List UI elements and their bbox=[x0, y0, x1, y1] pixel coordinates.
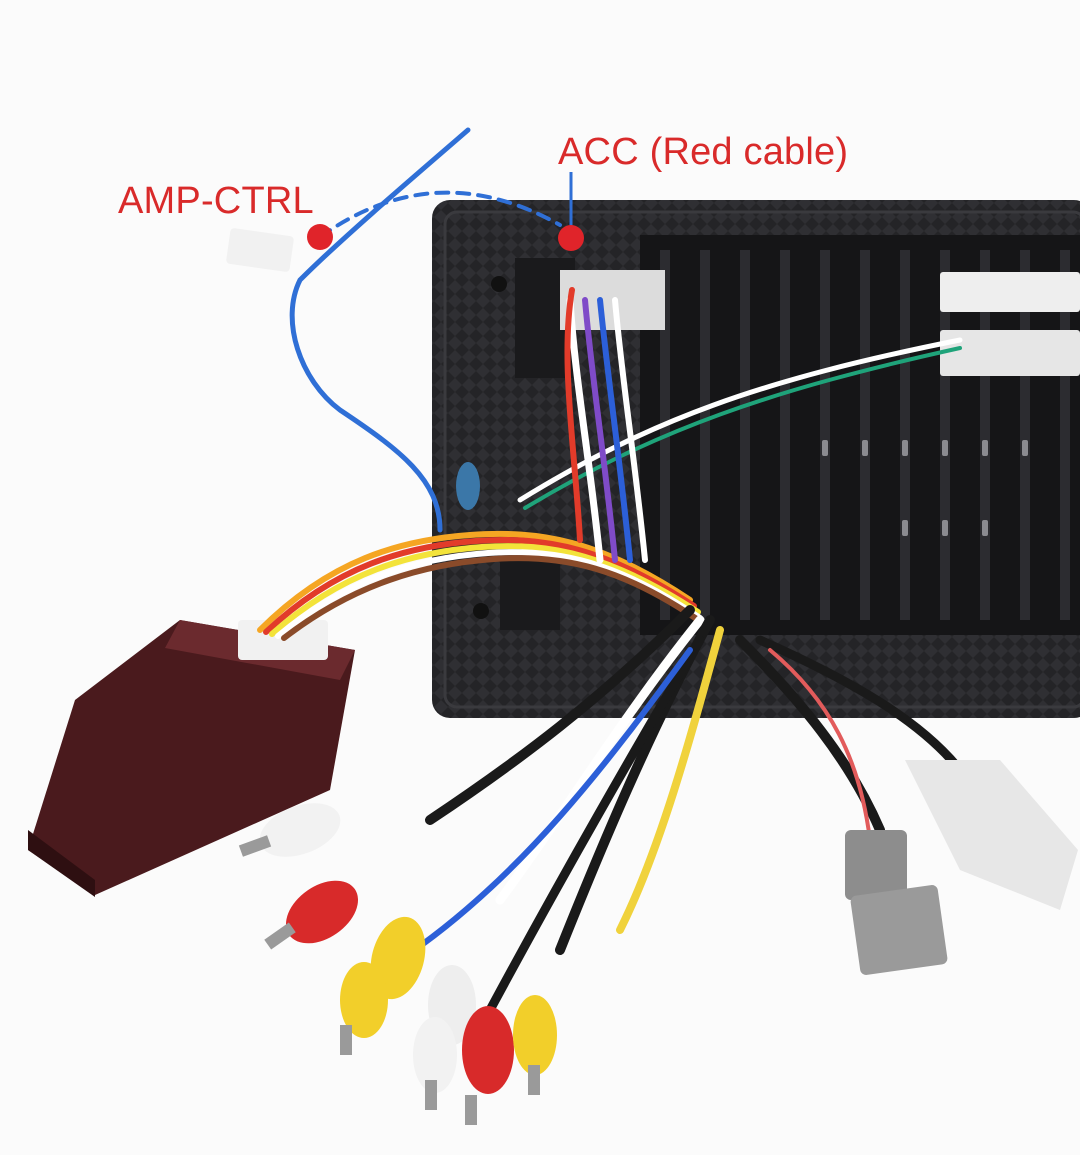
acc-marker bbox=[558, 225, 584, 251]
oem-connectors bbox=[845, 760, 1078, 975]
canbus-decoder-box bbox=[28, 620, 355, 897]
amp-ctrl-label: AMP-CTRL bbox=[118, 180, 314, 222]
wire-bundle bbox=[257, 287, 963, 641]
rca-bundle bbox=[397, 605, 965, 1015]
amp-ctrl-marker bbox=[307, 224, 333, 250]
amp-ctrl-wire bbox=[226, 127, 562, 533]
head-unit bbox=[432, 200, 1080, 718]
rca-plugs bbox=[238, 803, 557, 1125]
acc-label: ACC (Red cable) bbox=[558, 131, 849, 173]
